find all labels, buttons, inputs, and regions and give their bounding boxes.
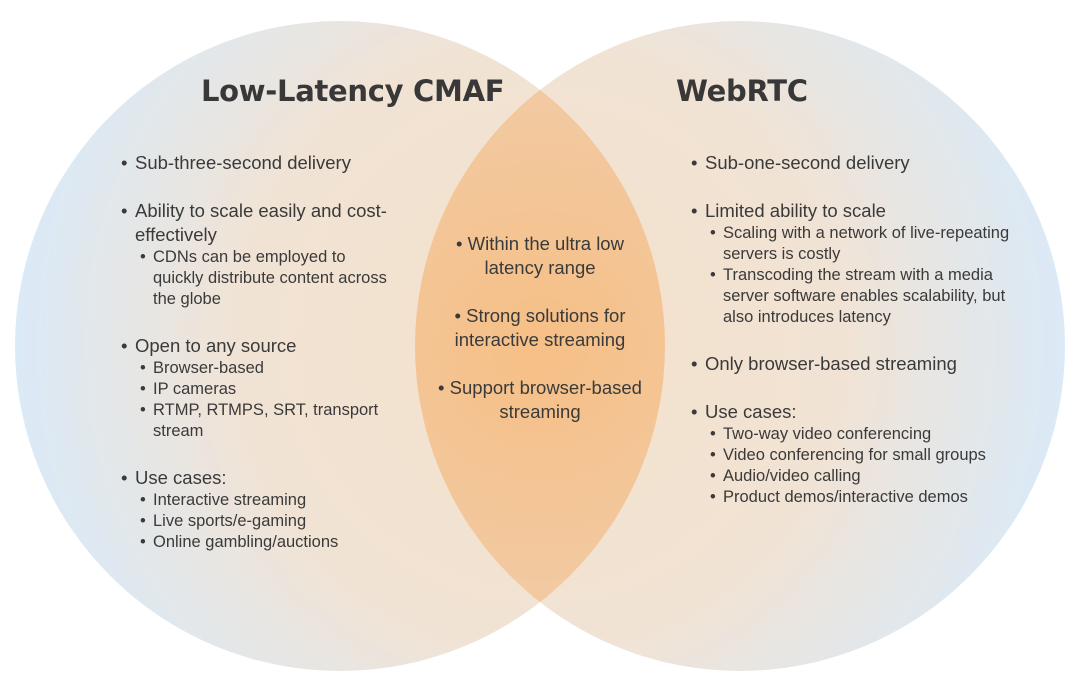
left-sub-list: Interactive streamingLive sports/e-gamin…	[135, 490, 396, 553]
right-sub-item: Transcoding the stream with a media serv…	[705, 265, 1031, 328]
left-sub-list: Browser-basedIP camerasRTMP, RTMPS, SRT,…	[135, 358, 396, 442]
left-item-text: Sub-three-second delivery	[135, 151, 396, 175]
left-sub-item: Browser-based	[135, 358, 396, 379]
right-sub-item: Scaling with a network of live-repeating…	[705, 223, 1031, 265]
right-sub-item: Video conferencing for small groups	[705, 445, 1031, 466]
left-sub-item: CDNs can be employed to quickly distribu…	[135, 247, 396, 310]
right-sub-item: Product demos/interactive demos	[705, 487, 1031, 508]
overlap-item: • Within the ultra low latency range	[456, 233, 624, 278]
right-sub-list: Two-way video conferencingVideo conferen…	[705, 424, 1031, 508]
overlap-list: • Within the ultra low latency range • St…	[435, 232, 645, 448]
right-title: WebRTC	[676, 74, 808, 108]
left-list-item: Sub-three-second delivery	[121, 151, 396, 175]
right-sub-list: Scaling with a network of live-repeating…	[705, 223, 1031, 328]
right-list-item: Use cases:Two-way video conferencingVide…	[691, 400, 1031, 508]
right-sub-item: Two-way video conferencing	[705, 424, 1031, 445]
right-item-text: Only browser-based streaming	[705, 352, 1031, 376]
left-sub-list: CDNs can be employed to quickly distribu…	[135, 247, 396, 310]
right-item-text: Use cases:	[705, 400, 1031, 424]
left-sub-item: IP cameras	[135, 379, 396, 400]
right-item-text: Limited ability to scale	[705, 199, 1031, 223]
left-sub-item: Interactive streaming	[135, 490, 396, 511]
left-item-text: Use cases:	[135, 466, 396, 490]
left-sub-item: Live sports/e-gaming	[135, 511, 396, 532]
right-list-item: Limited ability to scaleScaling with a n…	[691, 199, 1031, 328]
left-sub-item: Online gambling/auctions	[135, 532, 396, 553]
left-item-text: Ability to scale easily and cost-effecti…	[135, 199, 396, 247]
left-list-item: Open to any sourceBrowser-basedIP camera…	[121, 334, 396, 442]
overlap-item: • Strong solutions for interactive strea…	[454, 305, 626, 350]
left-sub-item: RTMP, RTMPS, SRT, transport stream	[135, 400, 396, 442]
left-list-item: Use cases:Interactive streamingLive spor…	[121, 466, 396, 553]
left-item-text: Open to any source	[135, 334, 396, 358]
right-list: Sub-one-second deliveryLimited ability t…	[691, 151, 1031, 532]
right-item-text: Sub-one-second delivery	[705, 151, 1031, 175]
overlap-item: • Support browser-based streaming	[438, 377, 642, 422]
right-sub-item: Audio/video calling	[705, 466, 1031, 487]
right-list-item: Only browser-based streaming	[691, 352, 1031, 376]
left-list-item: Ability to scale easily and cost-effecti…	[121, 199, 396, 310]
left-title: Low-Latency CMAF	[201, 74, 505, 108]
overlap-region	[415, 21, 665, 671]
left-list: Sub-three-second deliveryAbility to scal…	[121, 151, 396, 577]
right-list-item: Sub-one-second delivery	[691, 151, 1031, 175]
